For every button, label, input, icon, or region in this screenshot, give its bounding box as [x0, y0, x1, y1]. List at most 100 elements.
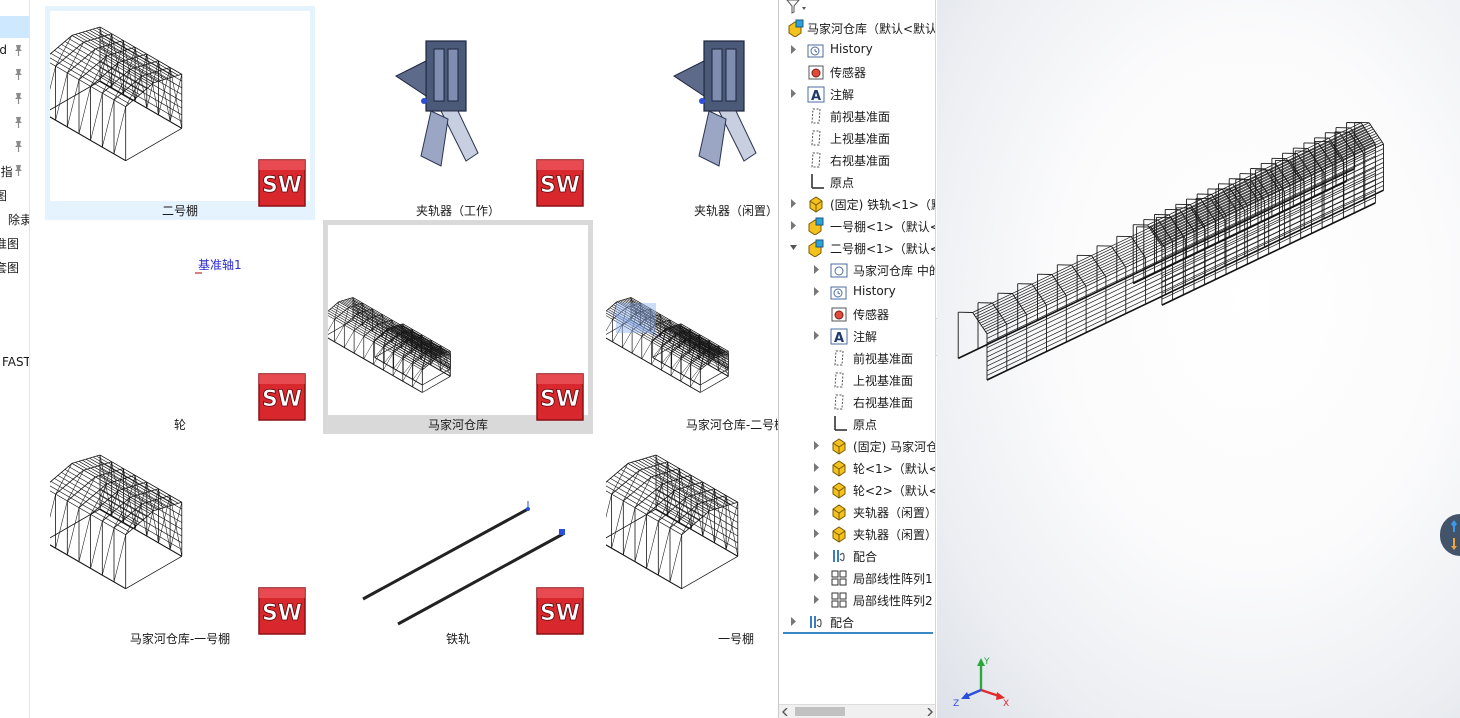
chevron-right-icon[interactable]	[813, 529, 820, 538]
graphics-viewport[interactable]: Y X Z	[937, 0, 1460, 718]
quick-access-label: ad	[0, 43, 7, 57]
chevron-right-icon[interactable]	[813, 507, 820, 516]
solidworks-logo-text: SW	[262, 387, 302, 412]
pin-icon[interactable]	[14, 45, 23, 56]
quick-access-panel: ad d指图除隶准图套图 FAST	[0, 0, 30, 718]
thumbnail-preview	[50, 26, 183, 162]
solidworks-logo-icon: SW	[536, 587, 584, 635]
quick-access-item[interactable]: FAST	[0, 352, 29, 374]
quick-access-item[interactable]: 图	[0, 184, 29, 206]
quick-access-item[interactable]: d指	[0, 160, 29, 182]
scroll-left-icon[interactable]	[782, 708, 788, 716]
quick-access-item[interactable]	[0, 136, 29, 158]
chevron-down-icon[interactable]	[790, 243, 797, 252]
file-tile[interactable]: SW 二号棚	[45, 6, 315, 220]
mates-icon	[833, 550, 845, 562]
chevron-right-icon[interactable]	[813, 441, 820, 450]
chevron-right-icon[interactable]	[790, 617, 797, 626]
filter-icon[interactable]	[785, 0, 809, 14]
chevron-right-icon[interactable]	[813, 463, 820, 472]
tree-node-label: 轮<2>（默认<-	[853, 484, 936, 498]
tree-node-label: 配合	[853, 550, 878, 564]
file-thumbnail-grid: SW二号棚SW夹轨器（工作）SW夹轨器（闲置）基准轴1SW轮SW马家河仓库SW马…	[30, 0, 778, 718]
file-name-label: 轮	[173, 418, 186, 432]
chevron-right-icon[interactable]	[813, 551, 820, 560]
pin-icon[interactable]	[14, 93, 23, 104]
tree-node-label: 局部线性阵列2	[853, 594, 933, 608]
quick-access-label: 除隶	[8, 213, 30, 227]
scroll-right-icon[interactable]	[927, 708, 933, 716]
view-orientation-tool[interactable]	[1440, 514, 1460, 556]
chevron-right-icon[interactable]	[790, 89, 797, 98]
chevron-right-icon[interactable]	[813, 595, 820, 604]
sensor-icon	[831, 307, 847, 322]
file-tile[interactable]: SW 马家河仓库-二号棚	[601, 220, 778, 434]
assembly-icon	[788, 19, 804, 37]
thumbnail-preview	[362, 501, 565, 626]
tree-horizontal-scrollbar[interactable]	[779, 704, 935, 718]
tree-node-label: 一号棚<1>（默认<§	[830, 220, 936, 234]
solidworks-logo-icon: SW	[258, 159, 306, 207]
tree-node-label: 前视基准面	[830, 110, 891, 124]
assembly-icon	[808, 239, 824, 257]
thumbnail-preview	[328, 297, 451, 393]
quick-access-item[interactable]	[0, 112, 29, 134]
chevron-right-icon[interactable]	[813, 265, 820, 274]
file-thumbnail: SW	[328, 225, 588, 421]
quick-access-item[interactable]: 除隶	[0, 208, 30, 230]
file-thumbnail: SW	[606, 225, 778, 415]
quick-access-item[interactable]: 套图	[0, 256, 29, 278]
chevron-right-icon[interactable]	[790, 221, 797, 230]
part-icon	[832, 526, 846, 543]
solidworks-logo-text: SW	[540, 601, 580, 626]
chevron-right-icon[interactable]	[813, 573, 820, 582]
solidworks-logo-icon: SW	[258, 587, 306, 635]
chevron-right-icon[interactable]	[813, 331, 820, 340]
solidworks-logo-text: SW	[540, 387, 580, 412]
origin-icon	[811, 174, 824, 189]
tree-node-label: 夹轨器（闲置）	[853, 528, 936, 542]
scroll-thumb[interactable]	[795, 707, 845, 716]
part-icon	[832, 460, 846, 477]
file-thumbnail: SW	[606, 439, 778, 629]
file-name-label: 马家河仓库-二号棚	[685, 418, 778, 432]
chevron-right-icon[interactable]	[813, 287, 820, 296]
svg-text:A: A	[811, 89, 821, 103]
file-name-label: 夹轨器（闲置）	[693, 204, 778, 218]
up-down-arrows-icon	[1451, 520, 1457, 550]
svg-text:A: A	[834, 331, 844, 345]
solidworks-logo-icon: SW	[258, 373, 306, 421]
pin-icon[interactable]	[14, 117, 23, 128]
quick-access-item[interactable]: ad	[0, 40, 29, 62]
pin-icon[interactable]	[14, 141, 23, 152]
file-name-label: 二号棚	[161, 204, 198, 218]
quick-access-item[interactable]: 准图	[0, 232, 29, 254]
chevron-right-icon[interactable]	[790, 45, 797, 54]
pin-icon[interactable]	[14, 165, 23, 176]
file-name-label: 夹轨器（工作）	[415, 204, 500, 218]
chevron-right-icon[interactable]	[813, 485, 820, 494]
quick-access-item[interactable]	[0, 88, 29, 110]
axis-y-label: Y	[983, 657, 990, 667]
file-thumbnail: SW	[328, 439, 588, 635]
folder-icon	[830, 263, 848, 278]
quick-access-item[interactable]	[0, 64, 29, 86]
tree-node-label: 上视基准面	[830, 132, 891, 146]
file-tile[interactable]: SW一号棚	[601, 434, 778, 648]
axis-note-label: 基准轴1	[198, 257, 242, 272]
tree-node-label: History	[830, 42, 873, 56]
file-tile[interactable]: SW 铁轨	[323, 434, 593, 648]
chevron-right-icon[interactable]	[790, 199, 797, 208]
quick-access-item-selected[interactable]	[0, 16, 29, 38]
pin-icon[interactable]	[14, 69, 23, 80]
tree-node-label: 马家河仓库 中的	[853, 264, 936, 278]
quick-access-label: 准图	[0, 237, 20, 251]
file-name-label: 铁轨	[445, 632, 470, 646]
part-icon	[809, 196, 823, 213]
